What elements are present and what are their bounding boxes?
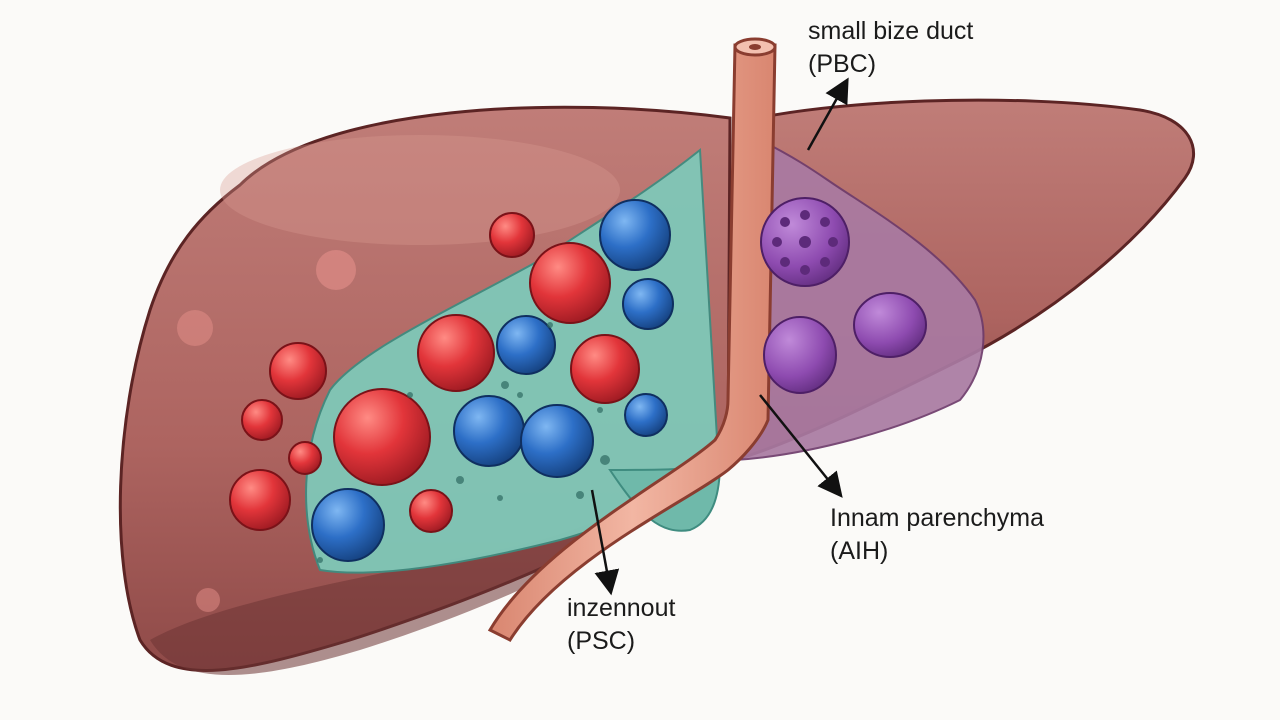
blue-cell	[624, 393, 668, 437]
purple-cells	[760, 197, 927, 394]
purple-cell	[853, 292, 927, 358]
label-psc-line1: inzennout	[567, 594, 676, 622]
liver-spot	[177, 310, 213, 346]
red-cell	[409, 489, 453, 533]
red-cells	[229, 212, 640, 533]
red-cell	[529, 242, 611, 324]
red-cell	[489, 212, 535, 258]
red-cell	[229, 469, 291, 531]
red-cell	[269, 342, 327, 400]
label-aih-line1: Innam parenchyma	[830, 504, 1045, 532]
label-aih: Innam parenchyma (AIH)	[830, 502, 1044, 568]
label-aih-line2: (AIH)	[830, 537, 889, 565]
debris-dots	[317, 322, 610, 563]
blue-cell	[453, 395, 525, 467]
liver-highlight	[220, 135, 620, 245]
blue-cell	[520, 404, 594, 478]
arrow-pbc	[806, 77, 849, 151]
arrow-psc	[590, 489, 620, 596]
label-psc: inzennout (PSC)	[567, 592, 675, 658]
blue-cell	[311, 488, 385, 562]
liver-spot	[316, 250, 356, 290]
bile-duct-lumen	[749, 44, 761, 50]
label-pbc-line1: small bize duct	[808, 17, 974, 45]
blue-cell	[622, 278, 674, 330]
label-psc-line2: (PSC)	[567, 627, 636, 655]
red-cell	[333, 388, 431, 486]
red-cell	[241, 399, 283, 441]
red-cell	[417, 314, 495, 392]
blue-cell	[496, 315, 556, 375]
red-cell	[288, 441, 322, 475]
red-cell	[570, 334, 640, 404]
blue-cells	[311, 199, 674, 562]
arrow-aih	[759, 394, 843, 498]
label-pbc: small bize duct (PBC)	[808, 15, 973, 81]
bile-duct	[487, 43, 777, 642]
label-pbc-line2: (PBC)	[808, 50, 877, 78]
blue-cell	[599, 199, 671, 271]
purple-cell	[763, 316, 837, 394]
liver-spot	[196, 588, 220, 612]
